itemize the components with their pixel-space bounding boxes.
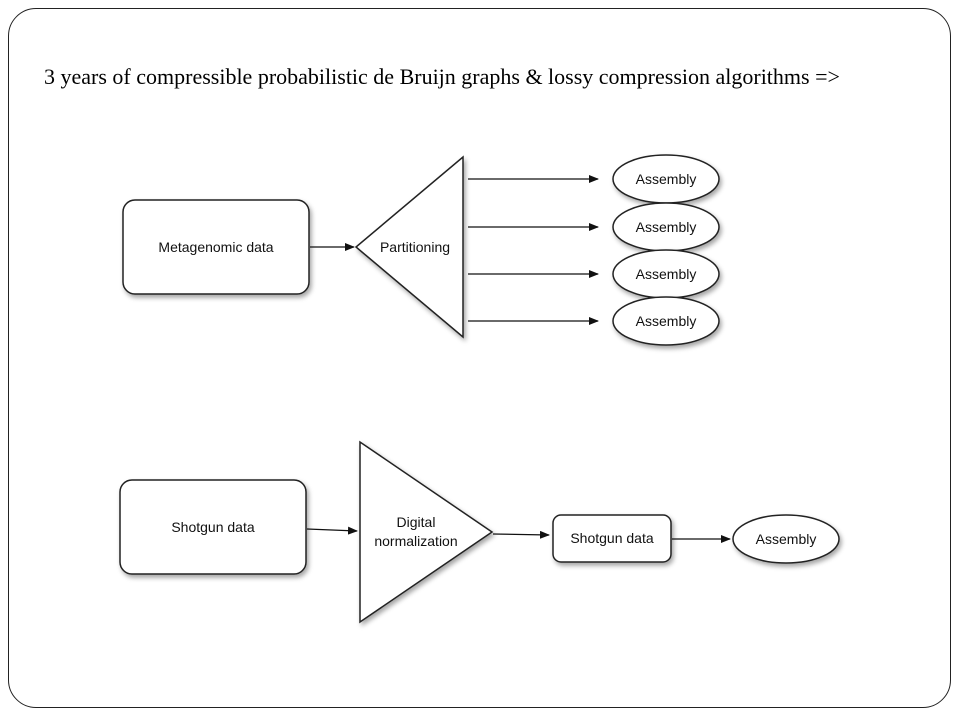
arrow-normalization-to-shotgun: [492, 530, 550, 539]
assembly-node-3: Assembly: [612, 249, 720, 299]
metagenomic-data-label: Metagenomic data: [158, 239, 273, 255]
partitioning-label: Partitioning: [380, 239, 450, 255]
partitioning-node: Partitioning: [354, 155, 464, 339]
slide-title: 3 years of compressible probabilistic de…: [44, 64, 840, 89]
assembly-node-1: Assembly: [612, 154, 720, 204]
normalized-shotgun-data-node: Shotgun data: [552, 514, 672, 563]
final-assembly-label: Assembly: [756, 531, 817, 547]
bottom-workflow: Shotgun data Digital normalization Shotg…: [119, 440, 840, 624]
assembly-node-4: Assembly: [612, 296, 720, 346]
assembly-node-2: Assembly: [612, 202, 720, 252]
arrow-shotgun-to-normalization: [306, 526, 358, 535]
digital-normalization-node: Digital normalization: [359, 440, 494, 624]
digital-normalization-label-line1: Digital: [397, 514, 436, 530]
shotgun-data-label: Shotgun data: [171, 519, 255, 535]
final-assembly-node: Assembly: [732, 514, 840, 564]
assembly-label: Assembly: [636, 219, 697, 235]
shotgun-data-node: Shotgun data: [119, 479, 307, 575]
assembly-label: Assembly: [636, 266, 697, 282]
assembly-label: Assembly: [636, 313, 697, 329]
normalized-shotgun-data-label: Shotgun data: [570, 530, 654, 546]
slide-frame: [8, 8, 951, 708]
assembly-label: Assembly: [636, 171, 697, 187]
digital-normalization-label-line2: normalization: [374, 533, 457, 549]
metagenomic-data-node: Metagenomic data: [122, 199, 310, 295]
top-workflow: Metagenomic data Partitioning Assembly A…: [122, 154, 720, 346]
